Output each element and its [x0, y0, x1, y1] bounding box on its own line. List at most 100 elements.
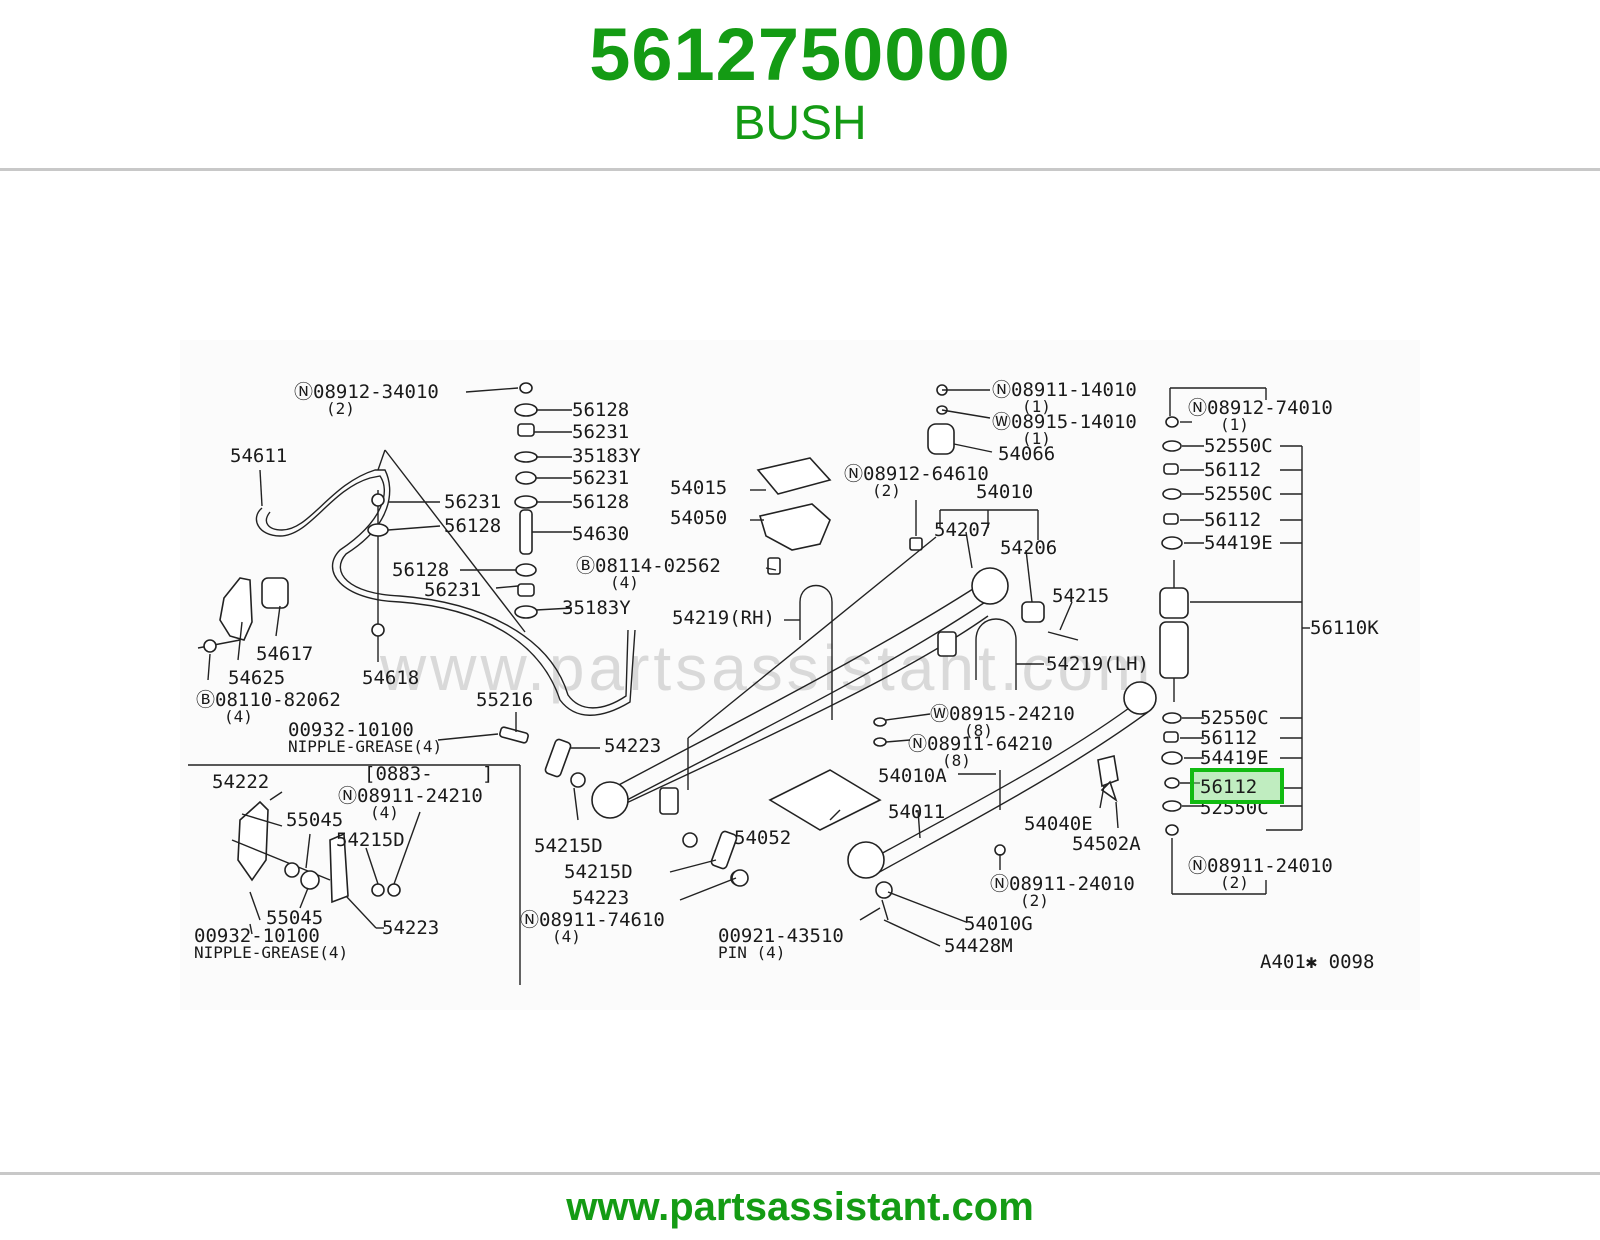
leader-lines — [207, 387, 1310, 947]
label: 54223 — [604, 735, 661, 757]
label: 54219(RH) — [672, 607, 775, 629]
label: Ⓝ08912-64610 — [844, 463, 989, 485]
label: [0883- — [364, 763, 433, 785]
label: 54219(LH) — [1046, 653, 1149, 675]
parts-diagram-svg: www.partsassistant.com — [188, 379, 1379, 985]
part-number: 5612750000 — [589, 13, 1011, 96]
label: 54040E — [1024, 813, 1093, 835]
label: (2) — [1220, 873, 1249, 892]
label: 52550C — [1200, 707, 1269, 729]
label: Ⓝ08911-24010 — [1188, 855, 1333, 877]
label: 54015 — [670, 477, 727, 499]
label: (1) — [1022, 429, 1051, 448]
rear-spring-upper — [591, 567, 1009, 819]
parts-diagram: www.partsassistant.com — [180, 340, 1420, 1010]
label: Ⓦ08915-24210 — [930, 703, 1075, 725]
shock-absorber — [1159, 416, 1189, 836]
header-divider — [0, 168, 1600, 171]
label: (4) — [224, 707, 253, 726]
label: (4) — [370, 803, 399, 822]
label: 55045 — [266, 907, 323, 929]
label: 56231 — [572, 421, 629, 443]
label: Ⓑ08110-82062 — [196, 689, 341, 711]
label: 54419E — [1204, 532, 1273, 554]
label: 00932-10100 — [288, 719, 414, 741]
label: Ⓝ08911-64210 — [908, 733, 1053, 755]
diagram-code: A401✱ 0098 — [1260, 951, 1374, 973]
label: 52550C — [1204, 483, 1273, 505]
label: 56128 — [444, 515, 501, 537]
label: 56231 — [572, 467, 629, 489]
part-name: BUSH — [733, 97, 867, 150]
label: 54611 — [230, 445, 287, 467]
label: Ⓦ08915-14010 — [992, 411, 1137, 433]
label: (4) — [552, 927, 581, 946]
stabilizer-bar — [255, 469, 636, 716]
label: NIPPLE-GREASE(4) — [194, 943, 348, 962]
label: 56110K — [1310, 617, 1379, 639]
label: 54215D — [564, 861, 633, 883]
label: 54206 — [1000, 537, 1057, 559]
rear-spring-lower — [847, 681, 1157, 879]
label: 54052 — [734, 827, 791, 849]
label: (8) — [964, 721, 993, 740]
stabilizer-bracket — [197, 577, 289, 653]
label: 56112 — [1204, 509, 1261, 531]
footer-divider — [0, 1172, 1600, 1175]
label: ] — [482, 763, 493, 785]
highlighted-part-box[interactable] — [1190, 768, 1284, 804]
label: 00921-43510 — [718, 925, 844, 947]
label: 56128 — [572, 399, 629, 421]
u-bolts — [799, 585, 1017, 720]
label: 56231 — [444, 491, 501, 513]
label: 56231 — [424, 579, 481, 601]
link-bolt — [367, 490, 389, 637]
watermark: www.partsassistant.com — [379, 632, 1154, 704]
part-labels: Ⓝ08912-34010 (2) 56128 56231 35183Y 5623… — [194, 379, 1379, 973]
label: (2) — [1020, 891, 1049, 910]
label: 54617 — [256, 643, 313, 665]
header: 5612750000 BUSH — [0, 0, 1600, 170]
label: (8) — [942, 751, 971, 770]
label: 54066 — [998, 443, 1055, 465]
label: 54050 — [670, 507, 727, 529]
label: (4) — [610, 573, 639, 592]
label: 56112 — [1204, 459, 1261, 481]
label: 54215D — [336, 829, 405, 851]
footer-url[interactable]: www.partsassistant.com — [566, 1185, 1034, 1229]
label: 54625 — [228, 667, 285, 689]
label: 55045 — [286, 809, 343, 831]
label: 54419E — [1200, 747, 1269, 769]
label: 52550C — [1204, 435, 1273, 457]
label: Ⓝ08911-14010 — [992, 379, 1137, 401]
label: 54502A — [1072, 833, 1141, 855]
inset-box — [188, 764, 521, 985]
label: 54010G — [964, 913, 1033, 935]
label: 56128 — [572, 491, 629, 513]
small-hardware — [731, 384, 1119, 921]
label: 54215D — [534, 835, 603, 857]
label: PIN (4) — [718, 943, 785, 962]
label: 56128 — [392, 559, 449, 581]
label: (2) — [872, 481, 901, 500]
label: 54618 — [362, 667, 419, 689]
label: 54222 — [212, 771, 269, 793]
spring-seat — [756, 457, 882, 831]
label: 54428M — [944, 935, 1013, 957]
label: Ⓑ08114-02562 — [576, 555, 721, 577]
label: Ⓝ08911-24010 — [990, 873, 1135, 895]
label: 54223 — [382, 917, 439, 939]
label: Ⓝ08912-74010 — [1188, 397, 1333, 419]
label: (1) — [1022, 397, 1051, 416]
label: 54010 — [976, 481, 1033, 503]
label: 54215 — [1052, 585, 1109, 607]
label: Ⓝ08911-24210 — [338, 785, 483, 807]
label: 54223 — [572, 887, 629, 909]
label: (1) — [1220, 415, 1249, 434]
highlighted-part-label[interactable]: 56112 — [1200, 776, 1257, 798]
label: (2) — [326, 399, 355, 418]
label: 00932-10100 — [194, 925, 320, 947]
label: 56112 — [1200, 727, 1257, 749]
label: 35183Y — [562, 597, 631, 619]
label: 54011 — [888, 801, 945, 823]
